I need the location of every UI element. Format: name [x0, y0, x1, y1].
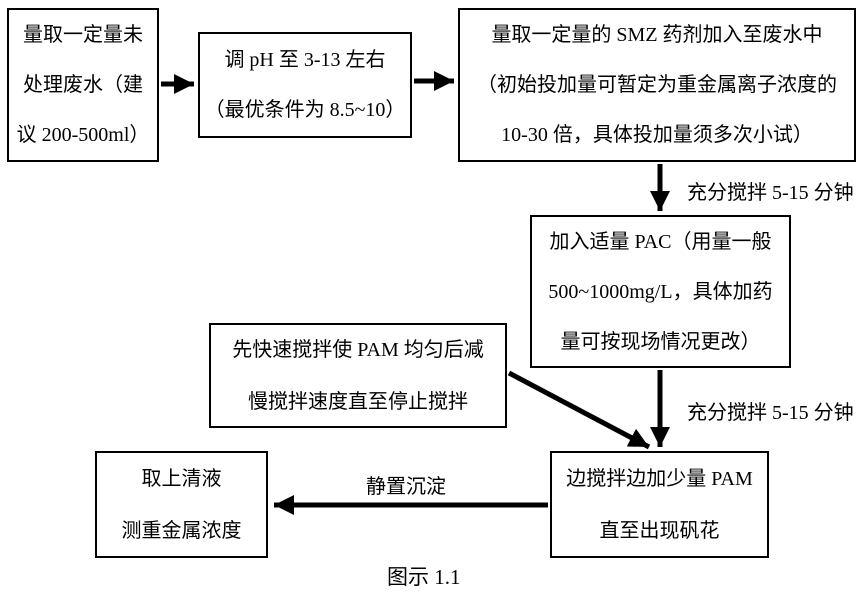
edge-label-settle-precipitate: 静置沉淀 [366, 476, 446, 498]
step-box-take-supernatant: 取上清液 测重金属浓度 [95, 451, 268, 558]
edge-label-stir-5-15-min-1: 充分搅拌 5-15 分钟 [687, 182, 854, 204]
edge-label-stir-5-15-min-2: 充分搅拌 5-15 分钟 [687, 402, 854, 424]
step-box-adjust-ph: 调 pH 至 3-13 左右 （最优条件为 8.5~10） [198, 32, 412, 138]
step-box-add-pam: 边搅拌边加少量 PAM 直至出现矾花 [550, 451, 769, 558]
step-box-add-pac: 加入适量 PAC（用量一般 500~1000mg/L，具体加药 量可按现场情况更… [530, 215, 791, 368]
figure-caption: 图示 1.1 [387, 565, 461, 589]
arrow-pam-stir-to-pam-add [507, 370, 651, 450]
step-box-measure-wastewater: 量取一定量未 处理废水（建 议 200-500ml） [7, 8, 159, 162]
step-box-add-smz: 量取一定量的 SMZ 药剂加入至废水中 （初始投加量可暂定为重金属离子浓度的 1… [458, 8, 856, 162]
step-box-pam-stirring: 先快速搅拌使 PAM 均匀后减 慢搅拌速度直至停止搅拌 [209, 323, 507, 428]
